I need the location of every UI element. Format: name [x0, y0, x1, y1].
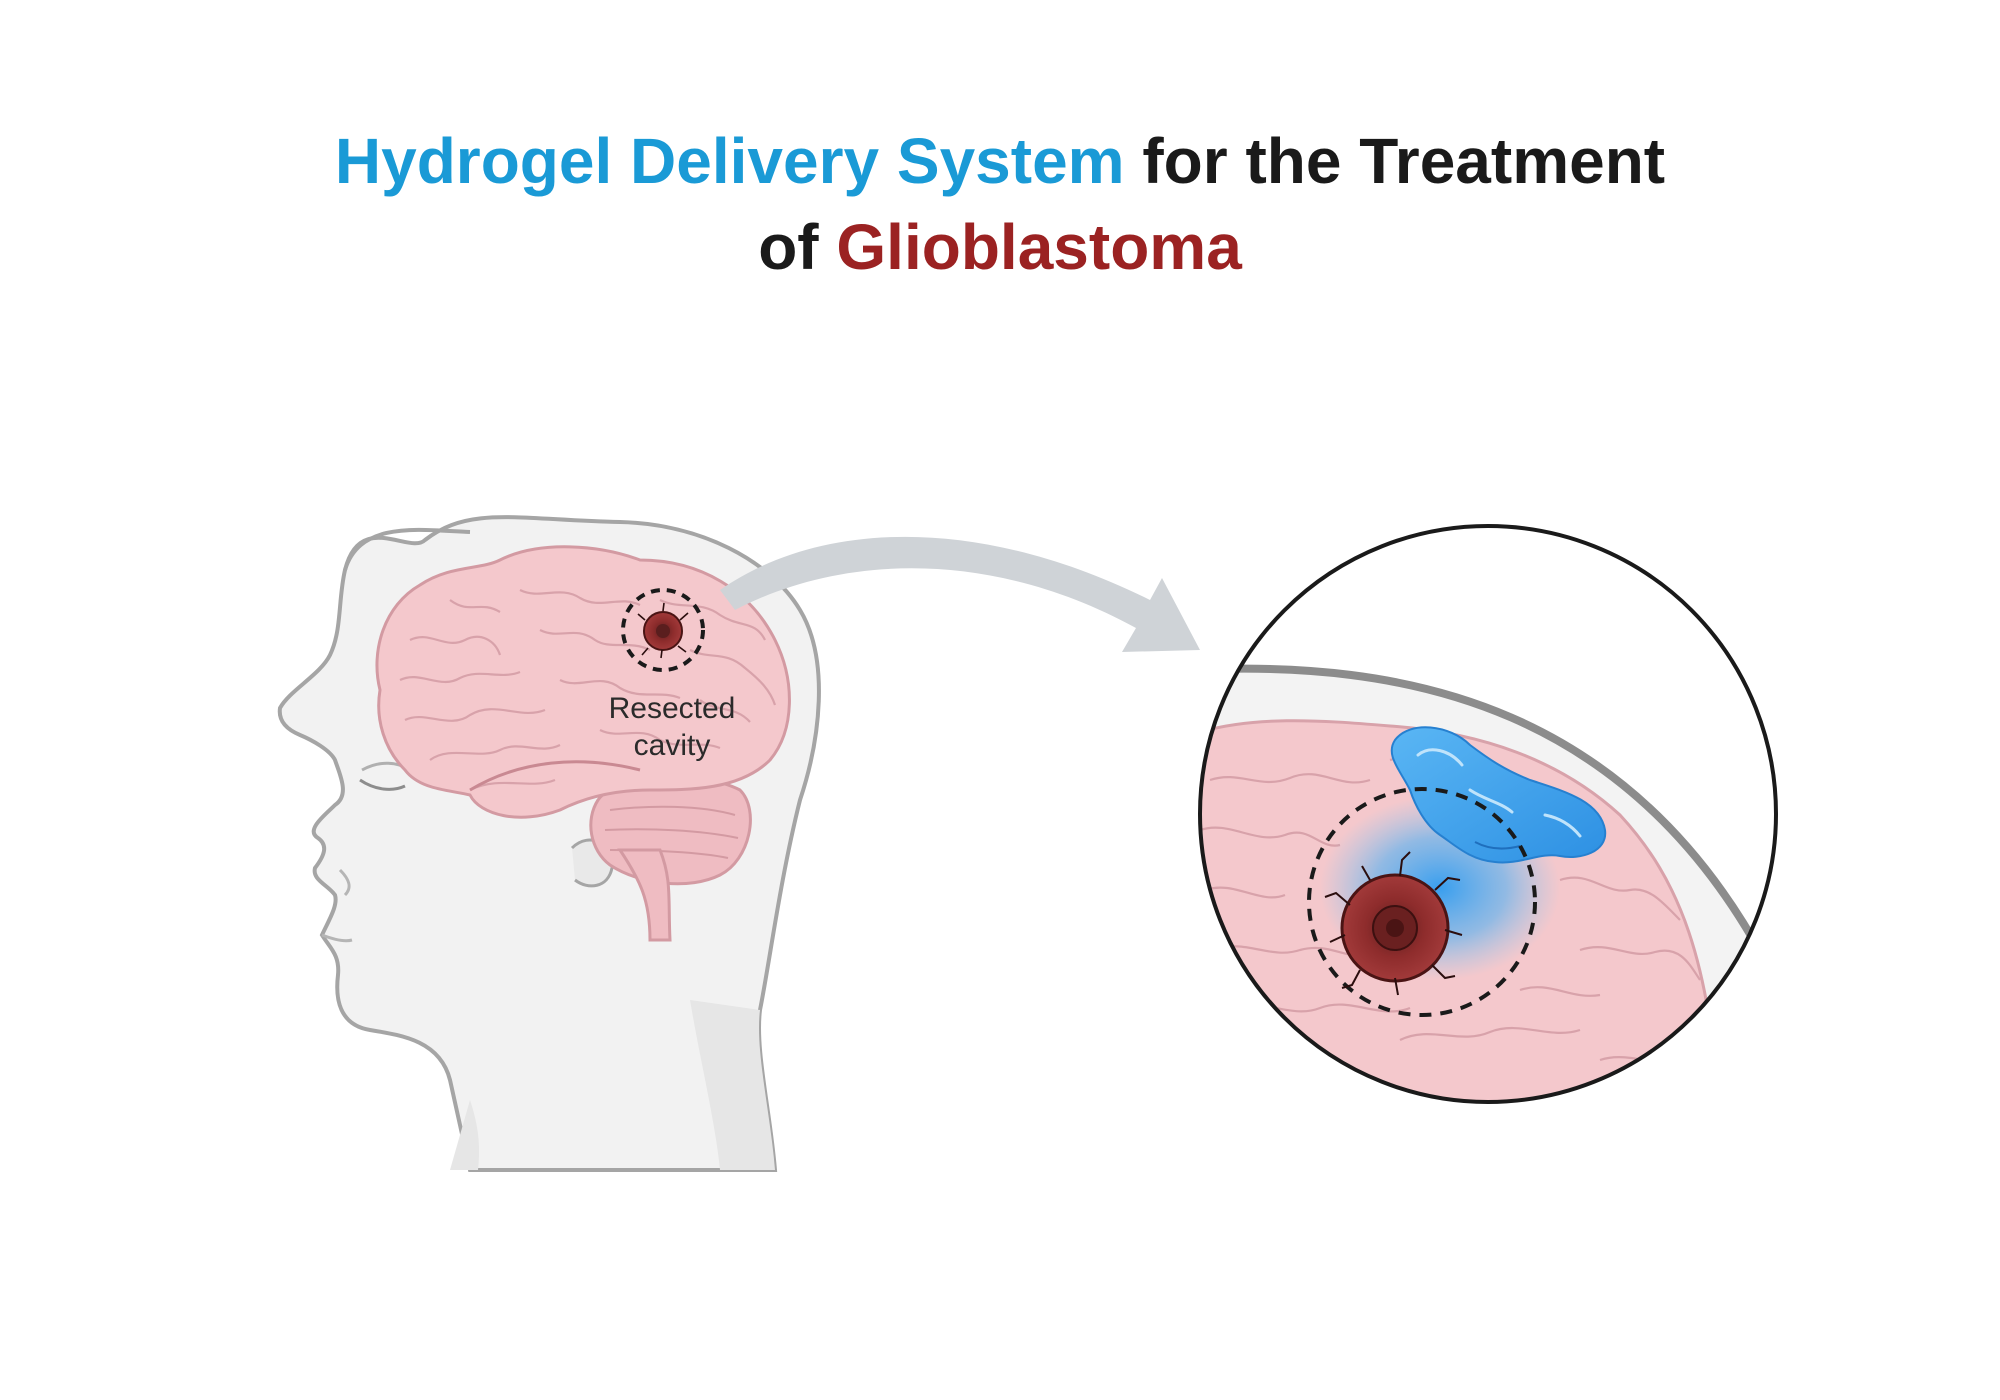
zoom-circle-border — [1198, 524, 1778, 1104]
tumor-icon-large — [1324, 851, 1463, 996]
title-part-treatment: for the Treatment — [1124, 125, 1666, 197]
resected-label-line2: cavity — [634, 729, 711, 762]
resected-cavity-marker — [621, 588, 705, 672]
resected-label-line1: Resected — [609, 692, 736, 725]
hydrogel-icon — [1390, 726, 1607, 864]
zoom-inset — [1198, 524, 1778, 1104]
treatment-zone-ring — [1307, 787, 1537, 1017]
diagram-title: Hydrogel Delivery System for the Treatme… — [0, 118, 2000, 290]
title-part-hydrogel: Hydrogel Delivery System — [334, 125, 1125, 197]
title-part-of: of — [758, 211, 837, 283]
tumor-icon — [637, 602, 689, 659]
arrow-icon — [720, 536, 1200, 652]
title-part-glioblastoma: Glioblastoma — [836, 211, 1242, 283]
